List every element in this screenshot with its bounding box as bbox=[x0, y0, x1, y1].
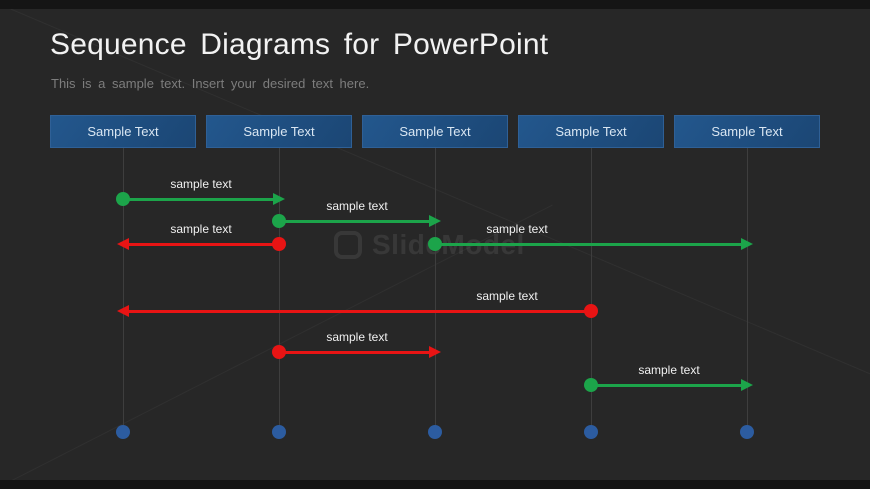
message-arrowhead-icon bbox=[117, 305, 129, 317]
message-line bbox=[123, 309, 591, 313]
message-arrowhead-icon bbox=[117, 238, 129, 250]
message-label: sample text bbox=[476, 289, 538, 303]
slide-title: Sequence Diagrams for PowerPoint bbox=[50, 28, 549, 61]
watermark-logo-icon bbox=[334, 231, 362, 259]
message-line bbox=[591, 383, 747, 387]
actor-box: Sample Text bbox=[518, 115, 664, 148]
slide-subtitle: This is a sample text. Insert your desir… bbox=[51, 76, 370, 91]
message-arrowhead-icon bbox=[273, 193, 285, 205]
actor-box: Sample Text bbox=[674, 115, 820, 148]
message-origin-dot bbox=[272, 237, 286, 251]
lifeline bbox=[591, 148, 592, 432]
actor-box: Sample Text bbox=[50, 115, 196, 148]
message-arrowhead-icon bbox=[741, 238, 753, 250]
actor-box: Sample Text bbox=[362, 115, 508, 148]
message-arrowhead-icon bbox=[429, 346, 441, 358]
message-origin-dot bbox=[428, 237, 442, 251]
lifeline bbox=[747, 148, 748, 432]
message-origin-dot bbox=[584, 378, 598, 392]
lifeline bbox=[279, 148, 280, 432]
lifeline bbox=[123, 148, 124, 432]
message-line bbox=[279, 219, 435, 223]
message-arrowhead-icon bbox=[741, 379, 753, 391]
message-label: sample text bbox=[326, 199, 388, 213]
bottom-edge-bar bbox=[0, 480, 870, 489]
message-label: sample text bbox=[170, 177, 232, 191]
message-label: sample text bbox=[326, 330, 388, 344]
lifeline-end-dot bbox=[428, 425, 442, 439]
message-label: sample text bbox=[486, 222, 548, 236]
actor-box: Sample Text bbox=[206, 115, 352, 148]
message-origin-dot bbox=[116, 192, 130, 206]
lifeline bbox=[435, 148, 436, 432]
message-origin-dot bbox=[584, 304, 598, 318]
message-line bbox=[435, 242, 747, 246]
message-arrowhead-icon bbox=[429, 215, 441, 227]
lifeline-end-dot bbox=[584, 425, 598, 439]
top-edge-bar bbox=[0, 0, 870, 9]
message-line bbox=[123, 242, 279, 246]
lifeline-end-dot bbox=[740, 425, 754, 439]
message-line bbox=[123, 197, 279, 201]
message-origin-dot bbox=[272, 214, 286, 228]
lifeline-end-dot bbox=[272, 425, 286, 439]
message-line bbox=[279, 350, 435, 354]
message-label: sample text bbox=[170, 222, 232, 236]
message-label: sample text bbox=[638, 363, 700, 377]
message-origin-dot bbox=[272, 345, 286, 359]
lifeline-end-dot bbox=[116, 425, 130, 439]
